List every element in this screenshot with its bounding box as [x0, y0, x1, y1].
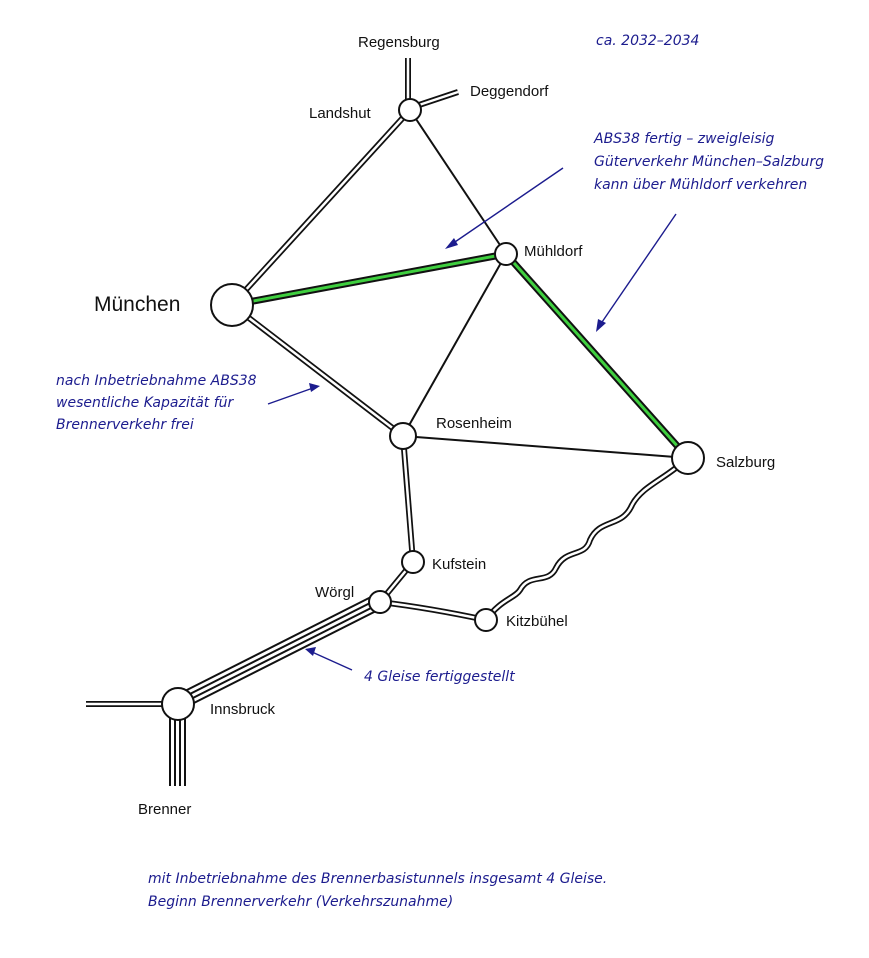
- note-capacity-line1: nach Inbetriebnahme ABS38: [56, 373, 257, 389]
- line-landshut-muenchen: [229, 107, 413, 308]
- note-date: ca. 2032–2034: [596, 33, 699, 49]
- note-abs38-line1: ABS38 fertig – zweigleisig: [593, 131, 775, 147]
- single-track-lines: [402, 109, 689, 459]
- line-rosenheim-kufstein: [400, 435, 416, 563]
- label-muenchen: München: [94, 293, 180, 316]
- label-muehldorf: Mühldorf: [524, 243, 583, 260]
- note-abs38-line3: kann über Mühldorf verkehren: [594, 177, 807, 193]
- abs38-upgraded-lines: [231, 250, 691, 461]
- label-kufstein: Kufstein: [432, 556, 486, 573]
- line-landshut-muehldorf: [409, 109, 507, 255]
- arrow-to-muenchen-muehldorf: [445, 167, 564, 249]
- line-kitzbuehel-salzburg: [483, 455, 691, 622]
- note-four-tracks: 4 Gleise fertiggestellt: [364, 669, 515, 685]
- label-kitzbuehel: Kitzbühel: [506, 613, 568, 630]
- node-muehldorf[interactable]: [494, 242, 518, 266]
- label-woergl: Wörgl: [315, 584, 354, 601]
- note-abs38-line2: Güterverkehr München–Salzburg: [594, 154, 824, 170]
- annotations: ca. 2032–2034 ABS38 fertig – zweigleisig…: [56, 33, 824, 910]
- node-woergl[interactable]: [368, 590, 392, 614]
- annotation-arrows: [267, 167, 677, 671]
- note-capacity-line2: wesentliche Kapazität für: [56, 395, 235, 411]
- node-kufstein[interactable]: [401, 550, 425, 574]
- label-regensburg: Regensburg: [358, 34, 440, 51]
- line-muenchen-rosenheim: [230, 302, 405, 439]
- node-landshut[interactable]: [398, 98, 422, 122]
- label-innsbruck: Innsbruck: [210, 701, 276, 718]
- label-deggendorf: Deggendorf: [470, 83, 549, 100]
- node-rosenheim[interactable]: [389, 422, 417, 450]
- node-kitzbuehel[interactable]: [474, 608, 498, 632]
- line-woergl-kitzbuehel: [379, 599, 487, 623]
- line-muehldorf-salzburg: [503, 251, 691, 461]
- node-innsbruck[interactable]: [161, 687, 195, 721]
- label-landshut: Landshut: [309, 105, 372, 122]
- note-bbt-line1: mit Inbetriebnahme des Brennerbasistunne…: [148, 871, 607, 887]
- city-labels: Regensburg Deggendorf Landshut Mühldorf …: [94, 34, 775, 818]
- node-salzburg[interactable]: [671, 441, 705, 475]
- arrow-to-muenchen-rosenheim: [267, 383, 320, 405]
- arrow-to-muehldorf-salzburg: [596, 213, 677, 332]
- line-muehldorf-rosenheim: [402, 253, 507, 437]
- station-nodes: [161, 98, 705, 721]
- node-muenchen[interactable]: [210, 283, 254, 327]
- note-capacity-line3: Brennerverkehr frei: [56, 417, 194, 433]
- label-rosenheim: Rosenheim: [436, 415, 512, 432]
- line-muenchen-muehldorf: [231, 250, 507, 309]
- line-rosenheim-salzburg: [402, 435, 689, 459]
- label-brenner: Brenner: [138, 801, 191, 818]
- four-track-woergl-innsbruck: [172, 595, 383, 710]
- arrow-to-four-tracks: [305, 647, 353, 671]
- label-salzburg: Salzburg: [716, 454, 775, 471]
- note-bbt-line2: Beginn Brennerverkehr (Verkehrszunahme): [148, 894, 453, 910]
